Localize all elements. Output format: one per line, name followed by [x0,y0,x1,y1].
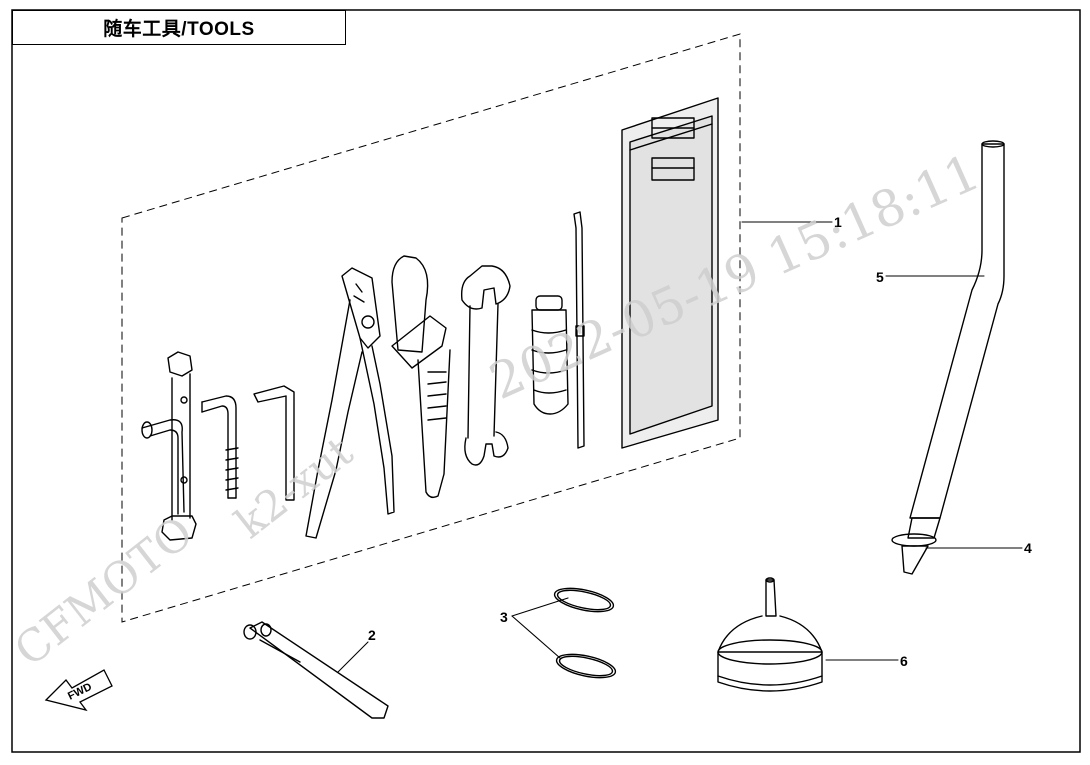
tool-bag [621,97,719,449]
callout-labels: 1 2 3 4 5 6 [368,214,1032,669]
leader-lines [337,221,1023,673]
callout-2: 2 [368,627,376,643]
callout-3: 3 [500,609,508,625]
pliers [305,267,395,539]
title-box: 随车工具/TOOLS [12,10,346,45]
callout-6: 6 [900,653,908,669]
watermark-brand: CFMOTO [5,507,202,677]
adjustable-wrench [391,255,451,499]
callout-1: 1 [834,214,842,230]
o-rings [553,587,617,679]
hose-nozzle [891,517,941,575]
fwd-arrow-icon: FWD [44,669,113,712]
drawing-frame [11,9,1081,753]
funnel [717,577,823,692]
callout-5: 5 [876,269,884,285]
open-end-wrench [460,265,511,466]
callout-4: 4 [1024,540,1032,556]
watermark: CFMOTO k2-xut 2022-05-19 15:18:11 [5,143,988,677]
page-title: 随车工具/TOOLS [103,19,255,40]
tool-board-outline [121,33,741,623]
box-wrench [141,351,197,541]
screwdriver-handle [531,295,569,415]
hex-key-large [201,395,239,499]
spark-plug-wrench [243,621,389,719]
watermark-timestamp: 2022-05-19 15:18:11 [481,143,988,411]
screwdriver-bit [573,211,585,449]
hex-key-small [253,385,295,501]
